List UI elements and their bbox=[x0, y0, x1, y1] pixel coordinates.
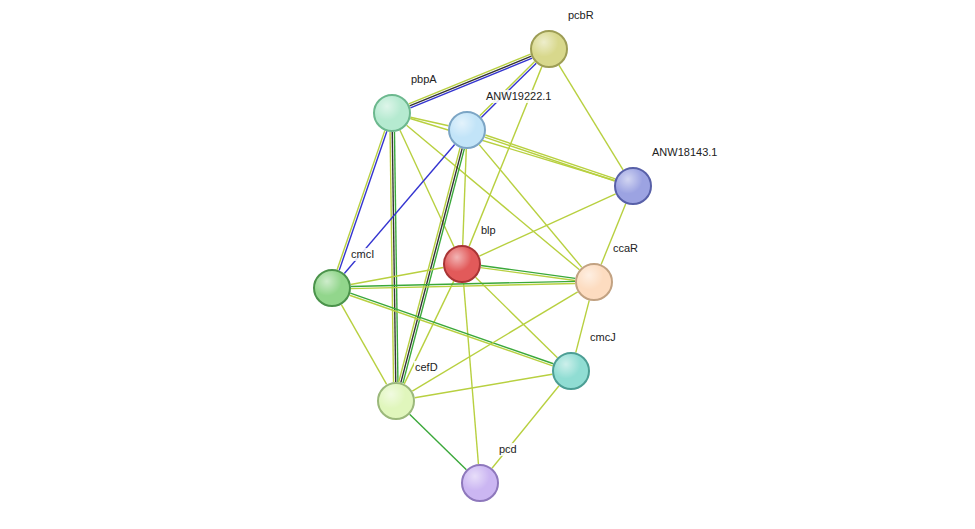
evidence-line bbox=[390, 132, 393, 382]
protein-node: cmcJ bbox=[552, 352, 590, 390]
interaction-edge bbox=[390, 132, 398, 382]
interaction-edge bbox=[415, 374, 553, 398]
node-label: pcd bbox=[498, 443, 518, 456]
evidence-line bbox=[351, 267, 444, 284]
node-circle bbox=[614, 167, 652, 205]
evidence-line bbox=[480, 62, 535, 116]
node-circle bbox=[313, 269, 351, 307]
protein-node: ANW18143.1 bbox=[614, 167, 652, 205]
interaction-edge bbox=[559, 65, 623, 170]
interaction-edge bbox=[404, 281, 454, 384]
node-label: cefD bbox=[414, 361, 439, 374]
protein-node: pcbR bbox=[530, 30, 568, 68]
protein-node: cefD bbox=[377, 382, 415, 420]
interaction-edge bbox=[410, 414, 467, 469]
node-circle bbox=[530, 30, 568, 68]
protein-node: ccaR bbox=[575, 263, 613, 301]
node-circle bbox=[443, 245, 481, 283]
node-label: ANW19222.1 bbox=[485, 90, 552, 103]
node-circle bbox=[448, 111, 486, 149]
node-circle bbox=[377, 382, 415, 420]
interaction-edge bbox=[341, 305, 386, 385]
node-label: ANW18143.1 bbox=[651, 146, 718, 159]
evidence-line bbox=[463, 149, 467, 245]
evidence-line bbox=[492, 386, 559, 469]
interaction-edge bbox=[576, 300, 589, 352]
evidence-line bbox=[404, 281, 454, 384]
interaction-edge bbox=[479, 194, 615, 256]
protein-node: pbpA bbox=[373, 94, 411, 132]
evidence-line bbox=[464, 283, 479, 464]
protein-node: pcd bbox=[461, 464, 499, 502]
interaction-edge bbox=[463, 149, 467, 245]
interaction-edge bbox=[410, 119, 615, 181]
protein-node: blp bbox=[443, 245, 481, 283]
evidence-line bbox=[601, 204, 626, 265]
interaction-edge bbox=[400, 130, 454, 247]
node-label: pcbR bbox=[567, 9, 595, 22]
interaction-edge bbox=[337, 131, 387, 271]
node-circle bbox=[461, 464, 499, 502]
evidence-line bbox=[559, 65, 623, 170]
evidence-line bbox=[481, 265, 575, 278]
evidence-line bbox=[341, 305, 386, 385]
node-label: pbpA bbox=[410, 73, 438, 86]
evidence-line bbox=[350, 295, 553, 366]
node-circle bbox=[575, 263, 613, 301]
interaction-edge bbox=[492, 386, 559, 469]
evidence-line bbox=[407, 125, 580, 270]
interaction-edge bbox=[464, 283, 479, 464]
evidence-line bbox=[350, 293, 553, 364]
protein-node: ANW19222.1 bbox=[448, 111, 486, 149]
interaction-edge bbox=[407, 125, 580, 270]
interaction-edge bbox=[350, 293, 554, 366]
node-circle bbox=[373, 94, 411, 132]
node-label: ccaR bbox=[612, 242, 639, 255]
interaction-edge bbox=[344, 144, 454, 273]
node-label: blp bbox=[480, 224, 497, 237]
evidence-line bbox=[410, 119, 615, 181]
evidence-line bbox=[339, 131, 387, 270]
evidence-line bbox=[415, 374, 553, 398]
evidence-line bbox=[410, 414, 467, 469]
evidence-line bbox=[485, 135, 615, 179]
protein-node: cmcI bbox=[313, 269, 351, 307]
interaction-edge bbox=[481, 265, 576, 280]
evidence-line bbox=[479, 194, 615, 256]
evidence-line bbox=[576, 300, 589, 352]
interaction-edge bbox=[601, 204, 626, 265]
evidence-line bbox=[351, 284, 575, 289]
node-label: cmcJ bbox=[589, 331, 617, 344]
node-circle bbox=[552, 352, 590, 390]
node-label: cmcI bbox=[350, 248, 375, 261]
evidence-line bbox=[400, 130, 454, 247]
evidence-line bbox=[481, 268, 575, 281]
evidence-line bbox=[337, 131, 385, 270]
evidence-line bbox=[344, 144, 454, 273]
interaction-edge bbox=[351, 267, 444, 284]
